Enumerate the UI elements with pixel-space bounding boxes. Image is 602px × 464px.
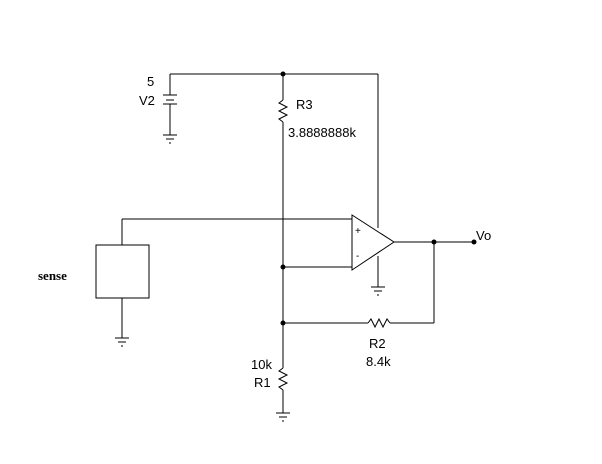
sense-label: sense	[38, 268, 67, 283]
r2-name-label: R2	[369, 336, 386, 351]
supply-wires	[169, 73, 378, 135]
r2-value-label: 8.4k	[366, 354, 391, 369]
vo-label: Vo	[476, 228, 491, 243]
r3-name-label: R3	[296, 97, 313, 112]
r3-resistor-symbol	[277, 99, 289, 123]
v2-ground-symbol	[163, 134, 177, 144]
sense-ground-symbol	[115, 337, 129, 347]
r1-name-label: R1	[254, 375, 271, 390]
r1-ground-symbol	[276, 412, 290, 422]
output-terminal	[471, 239, 477, 245]
junction-minus	[280, 264, 286, 270]
junction-feedback	[280, 320, 286, 326]
sense-block	[95, 244, 150, 299]
opamp-plus-label: +	[355, 226, 361, 237]
r1-resistor-symbol	[277, 367, 289, 391]
v2-battery-symbol	[163, 94, 177, 105]
opamp-ground-symbol	[371, 286, 385, 296]
v2-value-label: 5	[147, 74, 154, 89]
r1-value-label: 10k	[251, 357, 272, 372]
r3-value-label: 3.8888888k	[288, 125, 356, 140]
opamp-symbol	[351, 214, 395, 271]
v2-name-label: V2	[139, 93, 155, 108]
r2-resistor-symbol	[367, 317, 391, 329]
opamp-minus-label: -	[356, 251, 359, 262]
